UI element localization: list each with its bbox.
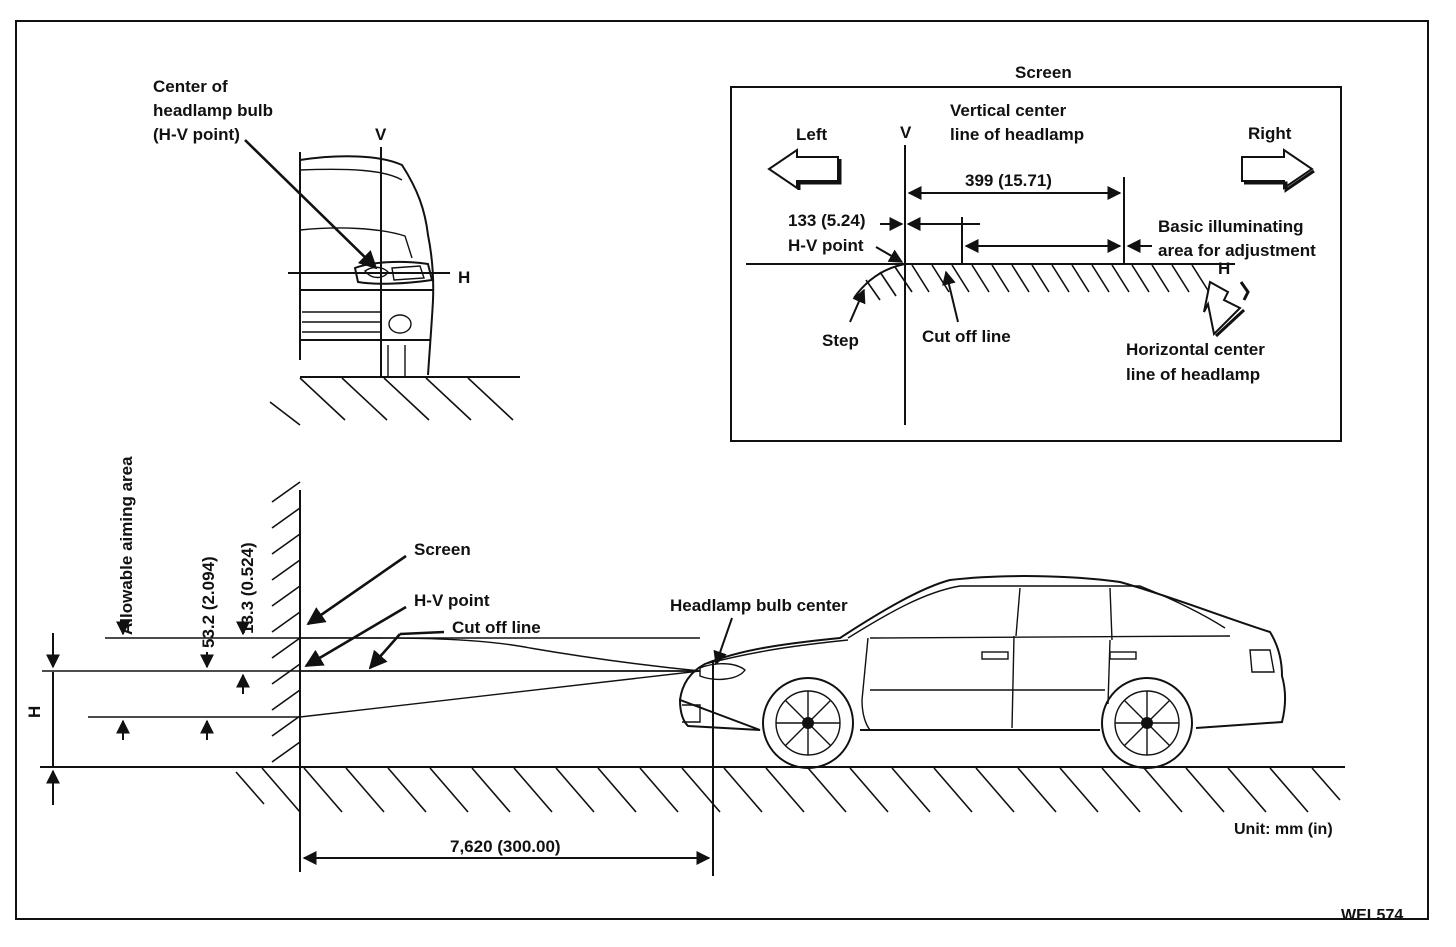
dim-53-label: 53.2 (2.094) — [199, 556, 218, 648]
side-h-label: H — [25, 706, 44, 718]
left-label: Left — [796, 125, 828, 144]
front-ground-hatch — [269, 377, 514, 426]
step-label: Step — [822, 331, 859, 350]
cutoff-hatch — [865, 264, 1210, 301]
aiming-area-label: Allowable aiming area — [117, 456, 136, 635]
horizontal-center-arrow-icon — [1203, 280, 1250, 338]
unit-note: Unit: mm (in) — [1234, 821, 1333, 838]
vertical-center-label-line2: line of headlamp — [950, 125, 1084, 144]
side-view: H Allowable aiming area 53.2 (2.094) 13.… — [25, 456, 1345, 876]
side-bulb-center-label: Headlamp bulb center — [670, 596, 848, 615]
ground-hatch — [235, 767, 1341, 813]
cutoff-curve — [299, 637, 701, 672]
screen-leader — [306, 554, 407, 626]
bulb-center-label-line3: (H-V point) — [153, 125, 240, 144]
car-side-profile — [678, 575, 1286, 769]
dim-399-label: 399 (15.71) — [965, 171, 1052, 190]
figure-code: WEL574 — [1341, 907, 1403, 924]
screen-hv-point-label: H-V point — [788, 236, 864, 255]
side-screen-label: Screen — [414, 540, 471, 559]
figure-frame — [15, 20, 1429, 920]
hv-point-leader — [304, 605, 407, 668]
basic-area-label-line1: Basic illuminating — [1158, 217, 1303, 236]
bulb-center-label-line2: headlamp bulb — [153, 101, 273, 120]
basic-area-label-line2: area for adjustment — [1158, 241, 1316, 260]
bulb-center-leader — [244, 139, 378, 270]
right-label: Right — [1248, 124, 1292, 143]
screen-wall-hatch — [271, 481, 301, 763]
cutoff-leader — [368, 633, 401, 670]
screen-panel-box — [730, 86, 1342, 442]
front-h-label: H — [458, 268, 470, 287]
vertical-center-label-line1: Vertical center — [950, 101, 1067, 120]
dim-133-label: 133 (5.24) — [788, 211, 866, 230]
front-v-label: V — [375, 125, 387, 144]
beam-lines — [299, 670, 701, 718]
dim-13-label: 13.3 (0.524) — [238, 542, 257, 634]
screen-panel-title: Screen — [1015, 63, 1072, 82]
cutoff-label-panel: Cut off line — [922, 327, 1011, 346]
screen-h-label: H — [1218, 259, 1230, 278]
bulb-center-label-line1: Center of — [153, 77, 228, 96]
right-arrow-icon — [1241, 148, 1315, 193]
left-arrow-icon — [767, 148, 842, 190]
screen-v-label: V — [900, 123, 912, 142]
distance-label: 7,620 (300.00) — [450, 837, 561, 856]
horizontal-center-label-line1: Horizontal center — [1126, 340, 1265, 359]
side-hv-point-label: H-V point — [414, 591, 490, 610]
side-cutoff-label: Cut off line — [452, 618, 541, 637]
screen-panel: Screen Left Right V Vertical center line… — [730, 63, 1342, 442]
front-view: Center of headlamp bulb (H-V point) V H — [153, 77, 520, 426]
horizontal-center-label-line2: line of headlamp — [1126, 365, 1260, 384]
